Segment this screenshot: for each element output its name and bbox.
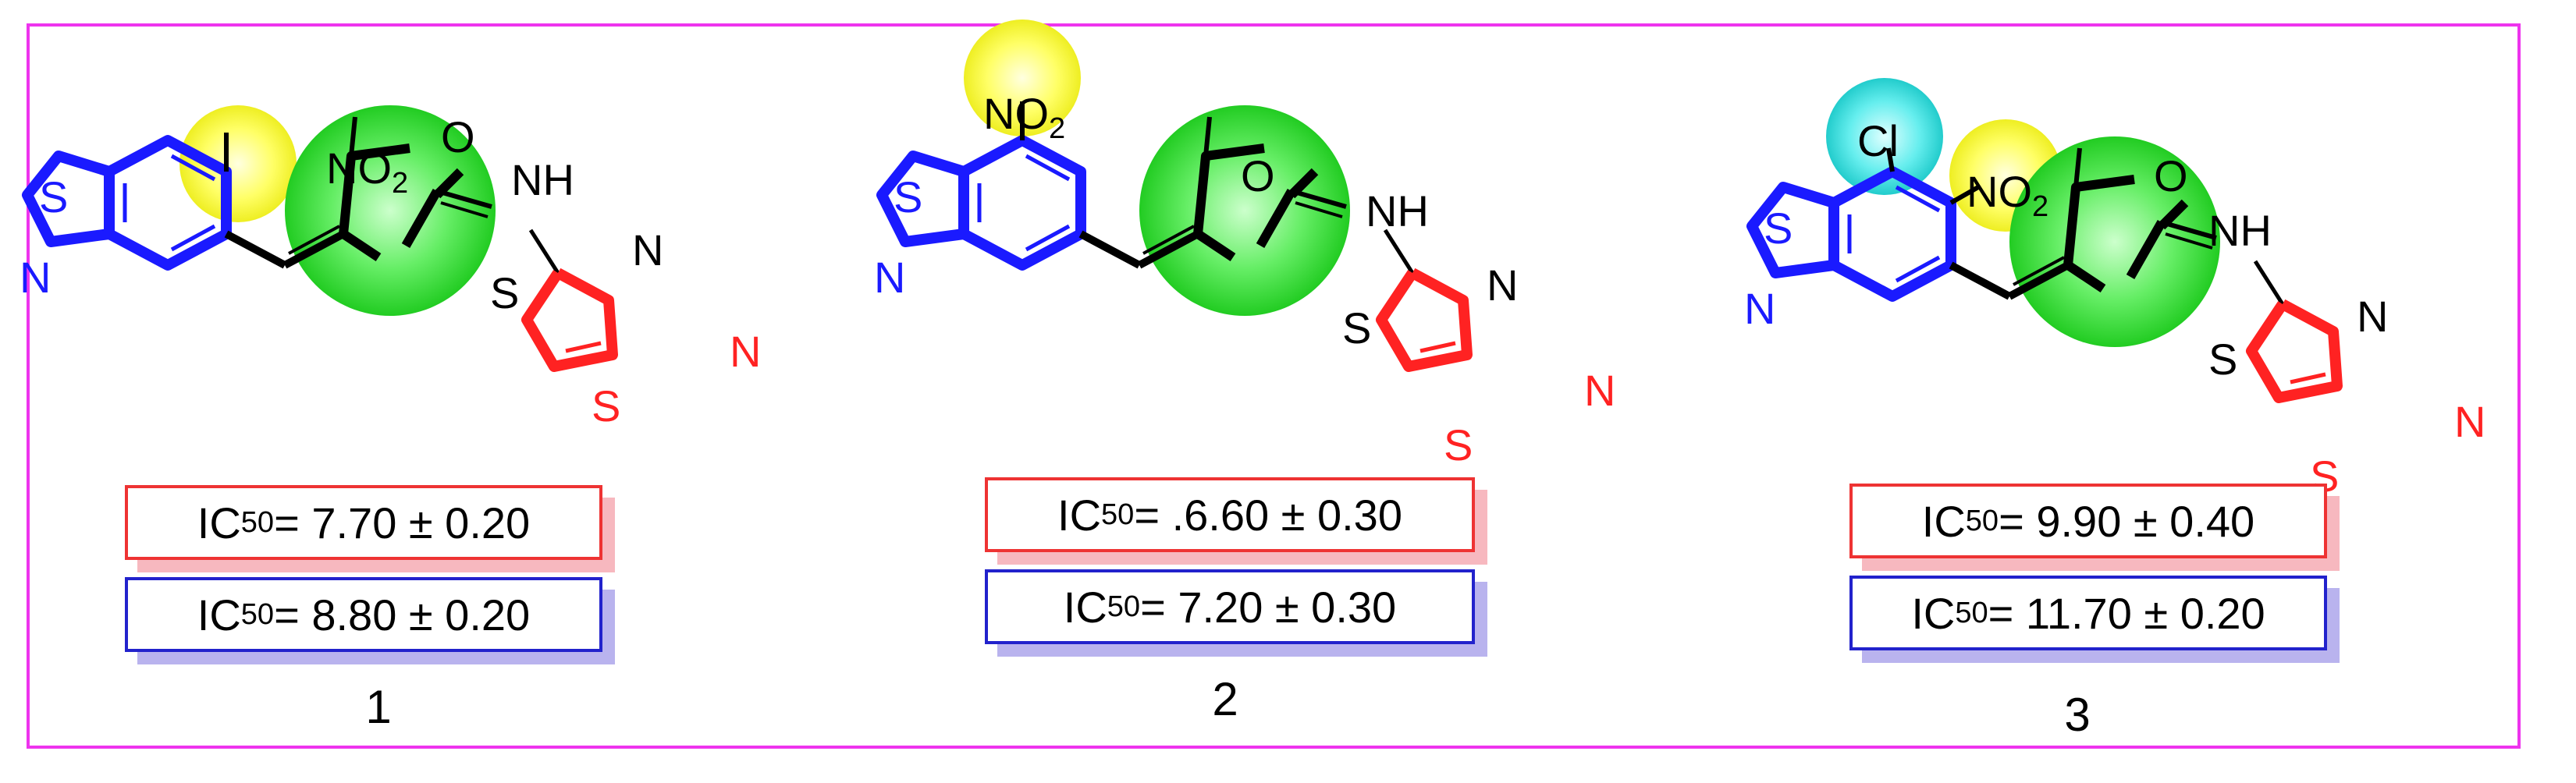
c2-s-ring: S xyxy=(894,172,922,221)
c1-n-ring: N xyxy=(20,253,51,302)
compound-3-structure xyxy=(1752,78,2337,398)
ic-sub: 50 xyxy=(1955,596,1988,629)
c2-s-red: S xyxy=(1444,420,1473,469)
ic-label: IC xyxy=(1921,496,1966,546)
c2-n-ring: N xyxy=(874,253,905,302)
ic-label: IC xyxy=(1911,588,1956,638)
c1-n-red: N xyxy=(730,327,761,376)
c3-n-red: N xyxy=(2454,397,2485,446)
c1-nh: NH xyxy=(511,155,574,204)
c1-s-thz: S xyxy=(490,268,519,317)
ic-sub: 50 xyxy=(1107,590,1141,623)
compound-1-label: 1 xyxy=(365,681,392,733)
c3-nh: NH xyxy=(2208,206,2272,255)
ic-label: IC xyxy=(197,590,241,640)
compound-2-structure xyxy=(882,19,1467,367)
ic-sub: 50 xyxy=(240,597,275,631)
ic-value: = 11.70 ± 0.20 xyxy=(1988,588,2265,638)
c2-s-thz: S xyxy=(1342,303,1371,353)
c3-o: O xyxy=(2154,151,2188,200)
c3-s-thz: S xyxy=(2208,335,2237,384)
ic-value: = 7.20 ± 0.30 xyxy=(1140,582,1397,632)
ic-value: = 9.90 ± 0.40 xyxy=(1999,496,2255,546)
ic-value: = .6.60 ± 0.30 xyxy=(1134,490,1402,540)
ic-label: IC xyxy=(197,498,241,547)
ic-label: IC xyxy=(1057,490,1102,540)
chloro-highlight-circle xyxy=(1826,78,1943,195)
c1-o: O xyxy=(441,112,475,161)
c2-n-imine: N xyxy=(1487,260,1518,310)
c1-nitro: NO2 xyxy=(326,143,408,200)
c2-o: O xyxy=(1241,151,1275,200)
c3-nitro: NO2 xyxy=(1967,167,2048,223)
c3-n-imine: N xyxy=(2357,292,2388,341)
ic-value: = 7.70 ± 0.20 xyxy=(274,498,531,547)
c3-cl: Cl xyxy=(1857,116,1899,165)
c3-s-ring: S xyxy=(1764,204,1793,253)
ic-sub: 50 xyxy=(240,505,275,539)
compound-2-label: 2 xyxy=(1212,673,1238,725)
c1-s-red: S xyxy=(592,381,620,430)
nitro-highlight-circle xyxy=(964,19,1081,136)
ic-value: = 8.80 ± 0.20 xyxy=(274,590,531,640)
ic-label: IC xyxy=(1063,582,1107,632)
c2-n-red: N xyxy=(1584,366,1615,415)
c2-nh: NH xyxy=(1366,186,1429,236)
compound-1-structure xyxy=(27,105,613,367)
c1-s-ring: S xyxy=(39,172,68,221)
ic-sub: 50 xyxy=(1101,498,1135,531)
nitro-highlight-circle xyxy=(179,105,297,222)
c1-n-imine: N xyxy=(632,225,663,275)
ic-sub: 50 xyxy=(1965,504,1999,537)
c2-nitro: NO2 xyxy=(983,89,1065,145)
c3-n-ring: N xyxy=(1744,284,1775,333)
compound-3-label: 3 xyxy=(2064,689,2091,741)
figure-frame xyxy=(27,23,2521,749)
